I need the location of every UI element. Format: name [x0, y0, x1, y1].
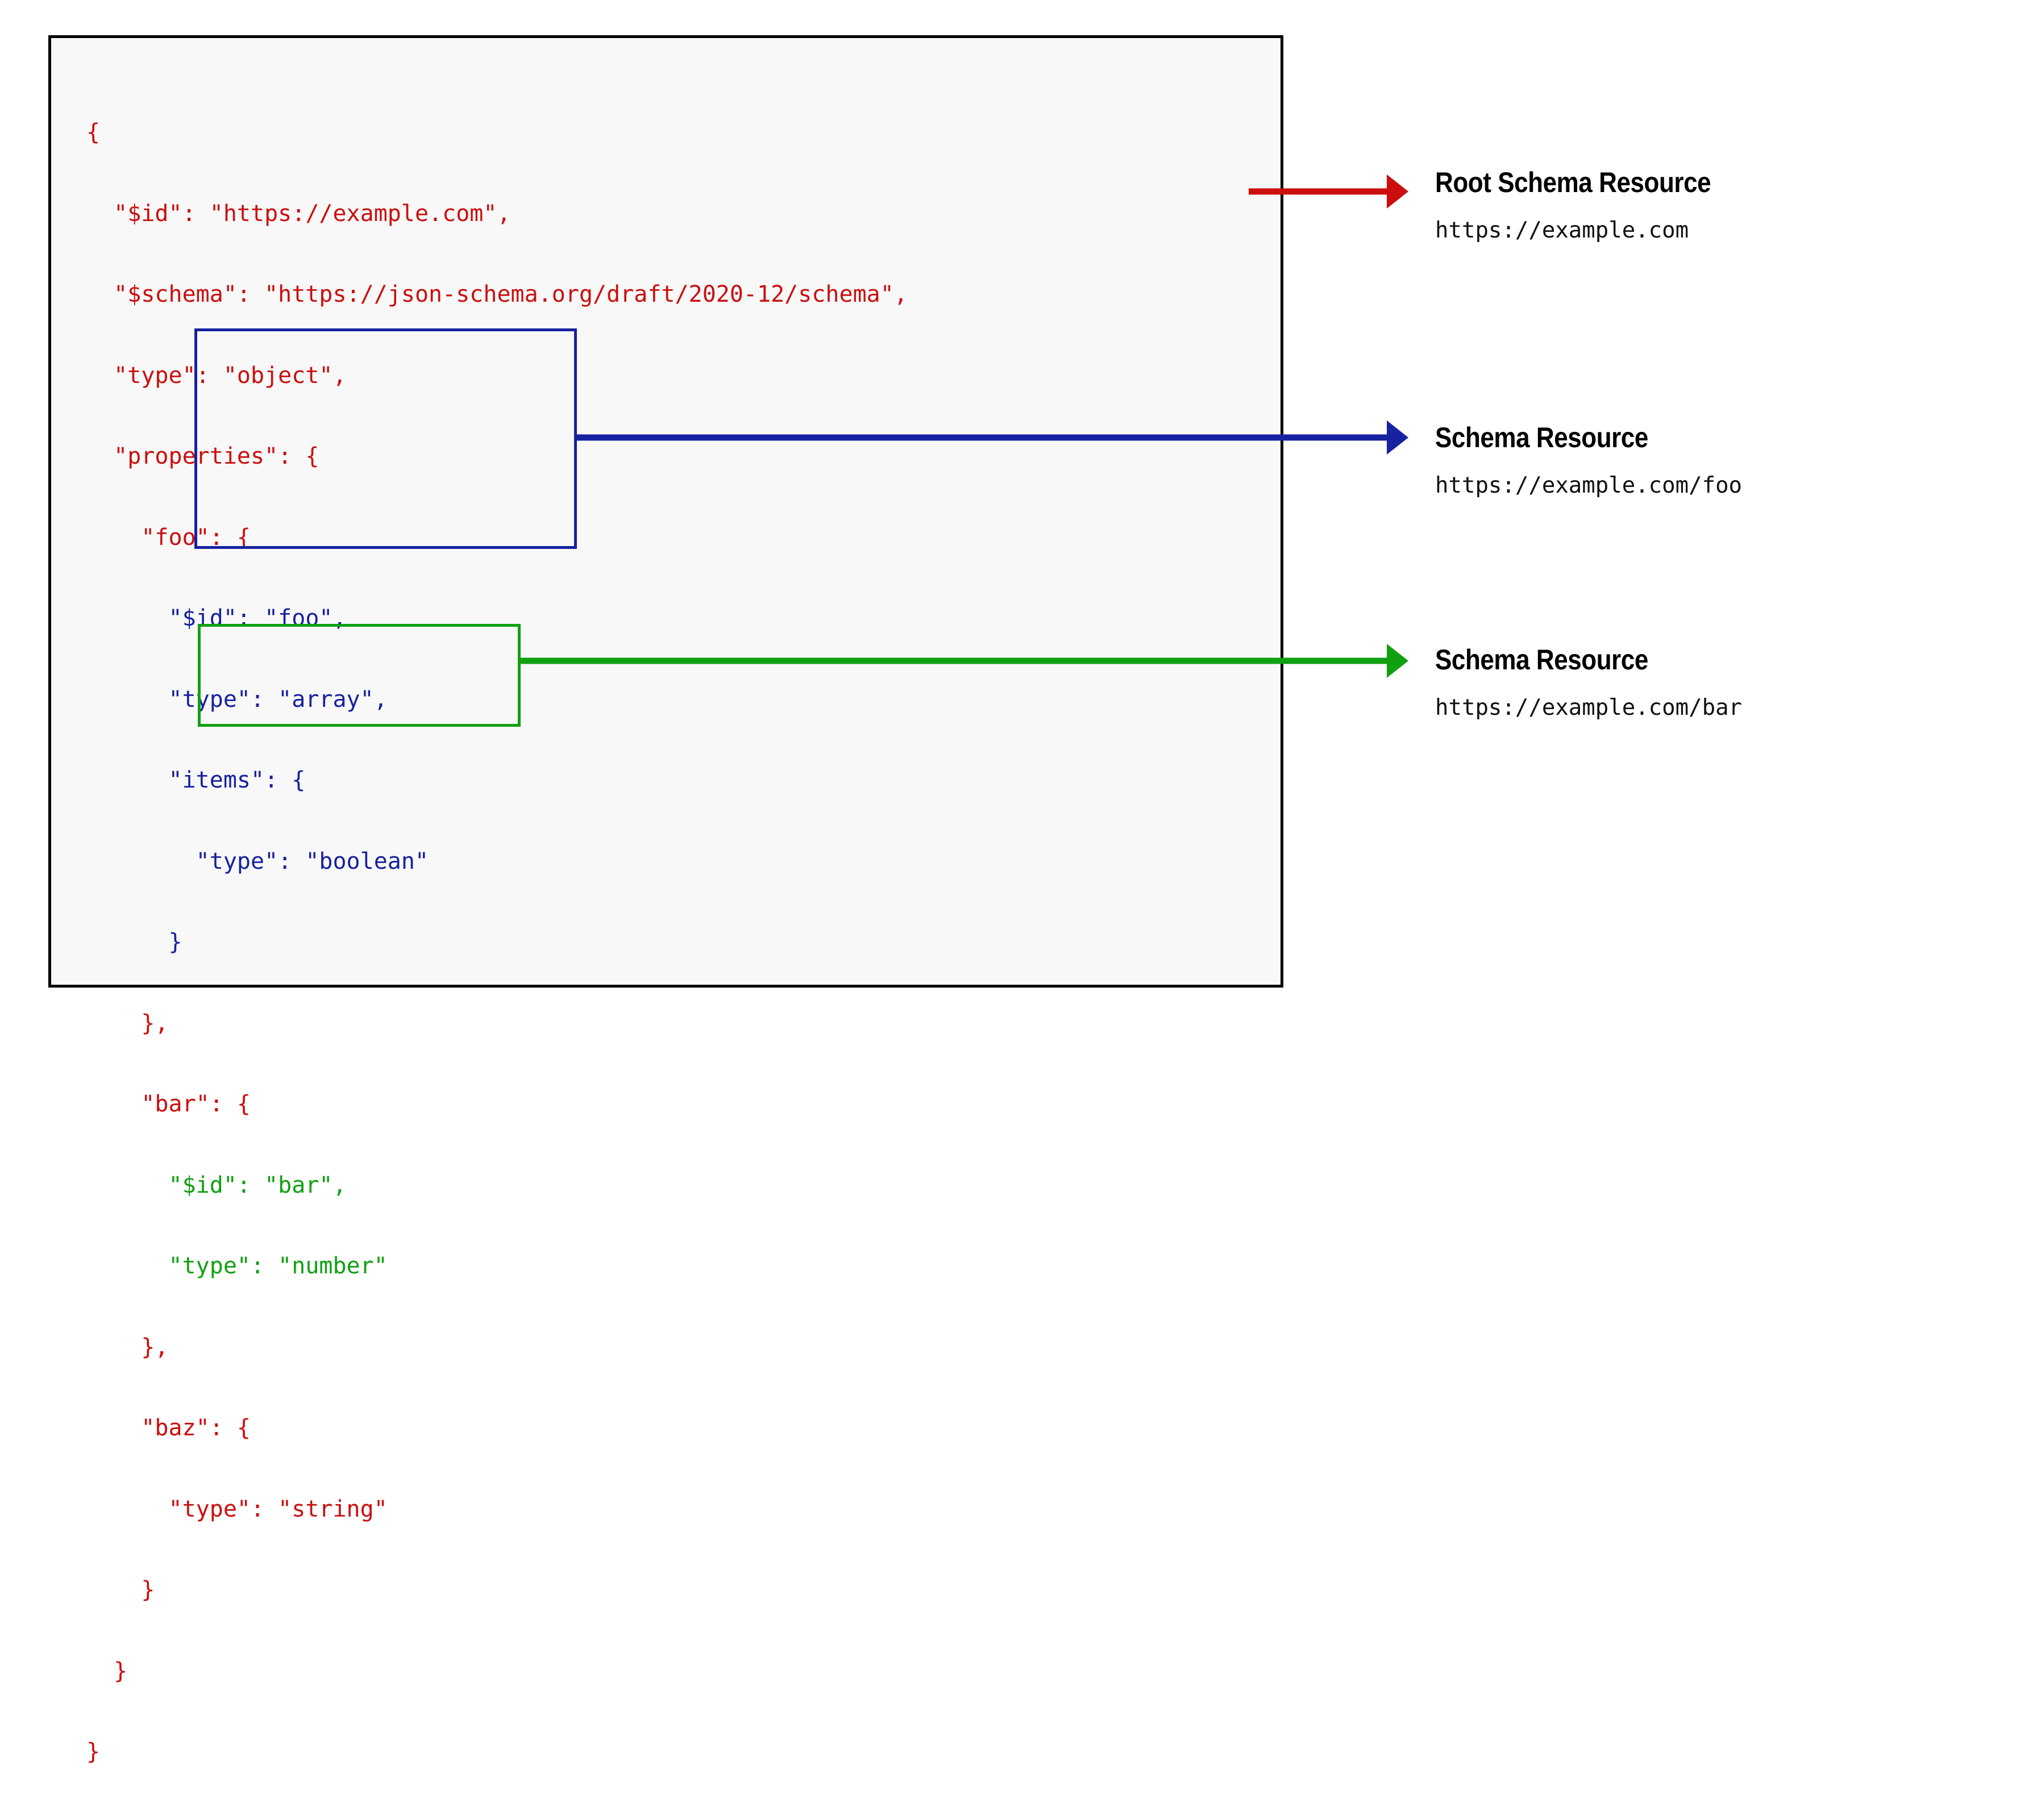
- code-line: {: [86, 119, 101, 145]
- callout-url: https://example.com/foo: [1435, 473, 1743, 498]
- callout-foo: Schema Resource https://example.com/foo: [1435, 423, 1742, 497]
- code-line: },: [86, 1010, 169, 1036]
- callout-title: Schema Resource: [1435, 422, 1648, 453]
- code-line: "$schema": "https://json-schema.org/draf…: [86, 281, 908, 307]
- code-line: "items": {: [86, 767, 306, 793]
- code-line: }: [86, 929, 182, 955]
- code-line: },: [86, 1334, 169, 1360]
- callout-title: Schema Resource: [1435, 644, 1648, 676]
- code-line: "type": "array",: [86, 686, 388, 713]
- code-line: }: [86, 1577, 155, 1603]
- code-line: }: [86, 1739, 101, 1765]
- callout-title: Root Schema Resource: [1435, 166, 1711, 198]
- code-line: "$id": "https://example.com",: [86, 200, 511, 227]
- code-line: "type": "number": [86, 1253, 388, 1279]
- code-line: "baz": {: [86, 1415, 251, 1441]
- diagram-canvas: { "$id": "https://example.com", "$schema…: [48, 35, 1748, 1765]
- json-code-block: { "$id": "https://example.com", "$schema…: [86, 65, 908, 1820]
- code-line: "type": "boolean": [86, 848, 429, 874]
- callout-url: https://example.com/bar: [1435, 695, 1743, 720]
- code-line: "type": "string": [86, 1496, 388, 1522]
- code-line: "bar": {: [86, 1091, 251, 1117]
- code-line: "foo": {: [86, 524, 251, 551]
- code-line: "$id": "foo",: [86, 605, 347, 631]
- code-line: "type": "object",: [86, 362, 347, 389]
- code-panel: { "$id": "https://example.com", "$schema…: [48, 35, 1283, 1765]
- callout-bar: Schema Resource https://example.com/bar: [1435, 645, 1742, 719]
- callout-root: Root Schema Resource https://example.com: [1435, 168, 1748, 241]
- code-line: "properties": {: [86, 443, 319, 469]
- callout-url: https://example.com: [1435, 218, 1689, 243]
- code-line: "$id": "bar",: [86, 1172, 347, 1198]
- code-line: }: [86, 1657, 128, 1684]
